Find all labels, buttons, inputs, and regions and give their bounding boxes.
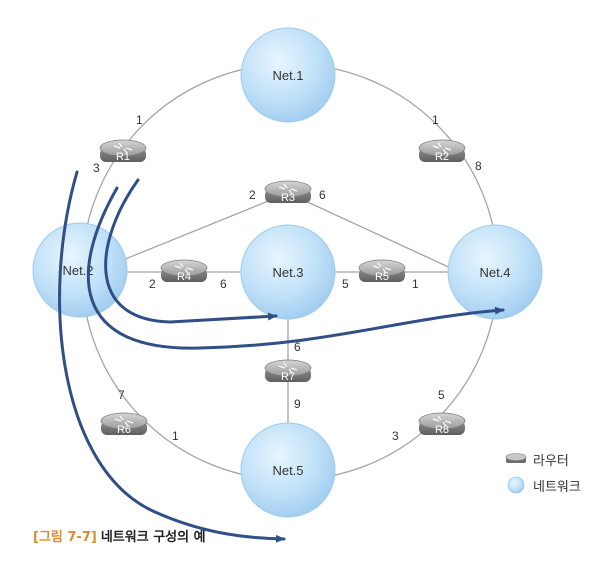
network-label-net1: Net.1 [272,68,303,83]
network-label-net5: Net.5 [272,463,303,478]
network-node-net3 [240,224,336,320]
network-node-net4 [447,224,543,320]
cost-r4-net2: 2 [149,277,156,291]
router-r8: R8 [418,412,466,436]
router-top [358,259,406,277]
cost-r2-net4: 8 [475,159,482,173]
cost-r7-net5: 9 [294,397,301,411]
router-arrows [113,142,133,154]
router-icon [505,453,527,463]
network-label-net3: Net.3 [272,265,303,280]
router-arrows [278,362,298,374]
cost-r7-net3: 6 [294,340,301,354]
cost-r2-net1: 1 [432,113,439,127]
router-label-r5: R5 [375,271,389,283]
router-arrows [278,183,298,195]
figure-number: [그림 7-7] [33,530,97,545]
cost-r6-net5: 1 [172,429,179,443]
router-r4: R4 [160,259,208,283]
router-top [418,139,466,157]
cost-r8-net5: 3 [392,429,399,443]
legend-router-label: 라우터 [533,453,569,469]
router-r1: R1 [99,139,147,163]
router-label-r2: R2 [435,151,449,163]
router-label-r1: R1 [116,151,130,163]
legend-router: 라우터 [505,446,581,472]
link-costs: 1 3 1 8 2 6 2 6 5 1 6 9 7 1 5 3 [93,113,482,443]
router-top [160,259,208,277]
cost-r6-net2: 7 [118,388,125,402]
legend-network-label: 네트워크 [533,479,581,495]
cost-r5-net4: 1 [412,277,419,291]
cost-r8-net4: 5 [438,388,445,402]
router-top [264,180,312,198]
router-label-r7: R7 [281,371,295,383]
network-label-net2: Net.2 [62,263,93,278]
network-label-net4: Net.4 [479,265,510,280]
path-arrow-to-net4 [86,186,505,350]
legend-network: 네트워크 [505,472,581,498]
cost-r1-net2: 3 [93,161,100,175]
cost-r4-net3: 6 [220,277,227,291]
router-label-r3: R3 [281,192,295,204]
router-r7: R7 [264,359,312,383]
router-label-r6: R6 [117,424,131,436]
router-top [418,412,466,430]
network-node-net1 [240,27,336,123]
cost-r3-net4: 6 [319,188,326,202]
path-arrows [58,170,505,543]
router-top [264,359,312,377]
router-arrows [174,262,194,274]
networks: Net.1 Net.2 Net.3 Net.4 Net.5 [32,27,543,518]
router-label-r8: R8 [435,424,449,436]
cost-r1-net1: 1 [136,113,143,127]
router-r6: R6 [100,412,148,436]
router-r5: R5 [358,259,406,283]
legend: 라우터 네트워크 [505,446,581,498]
path-arrow-to-caption [58,170,286,543]
link-r3-net4 [287,192,456,271]
cost-r3-net2: 2 [249,188,256,202]
router-top [99,139,147,157]
path-arrow-to-net3 [104,178,278,324]
router-arrows [432,142,452,154]
router-arrows [432,415,452,427]
router-label-r4: R4 [177,271,191,283]
network-node-net5 [240,422,336,518]
network-icon [507,476,525,494]
cost-r5-net3: 5 [342,277,349,291]
figure-caption: [그림 7-7]네트워크 구성의 예 [33,526,206,545]
router-top [100,412,148,430]
router-arrows [372,262,392,274]
router-arrows [114,415,134,427]
router-r2: R2 [418,139,466,163]
network-node-net2 [32,222,128,318]
router-r3: R3 [264,180,312,204]
link-net2-r3 [117,192,289,263]
figure-title: 네트워크 구성의 예 [100,530,206,545]
